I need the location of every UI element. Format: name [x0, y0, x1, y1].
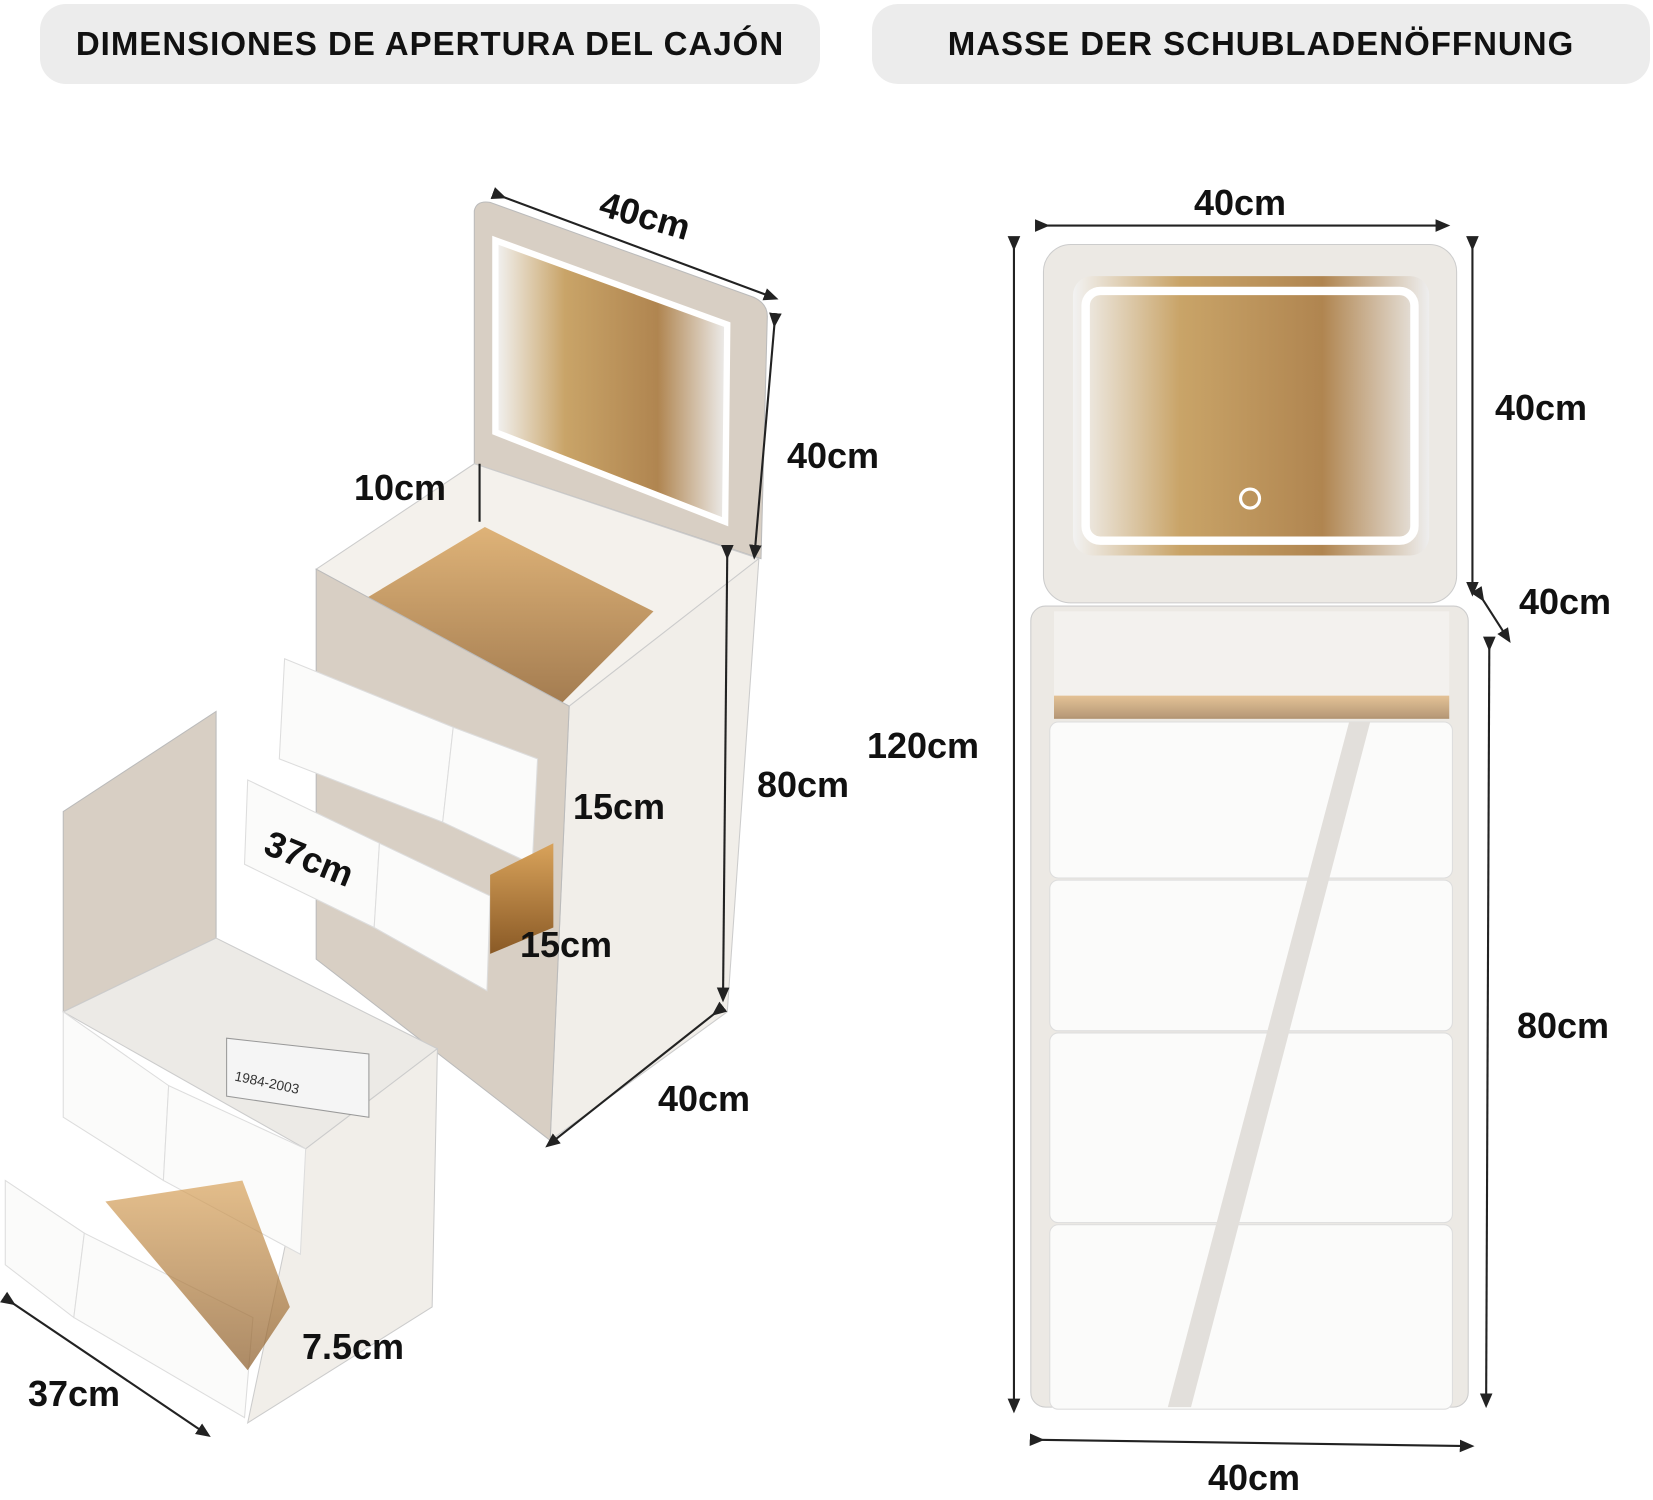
label-stool-depth: 37cm [27, 1373, 121, 1414]
right-dimension-lines [1007, 219, 1511, 1453]
header-spanish: DIMENSIONES DE APERTURA DEL CAJÓN [75, 25, 785, 62]
label-left-mirror-height: 40cm [786, 435, 880, 476]
label-left-body-height: 80cm [756, 764, 850, 805]
header-bubble-spanish: DIMENSIONES DE APERTURA DEL CAJÓN [40, 4, 820, 84]
label-right-body-height: 80cm [1516, 1005, 1610, 1046]
label-right-mirror-height: 40cm [1494, 387, 1588, 428]
header-german: MASSE DER SCHUBLADENÖFFNUNG [947, 25, 1575, 62]
left-dimension-lines [0, 187, 782, 1437]
label-left-body-depth: 40cm [657, 1078, 751, 1119]
label-left-compartment-depth: 10cm [353, 467, 447, 508]
label-left-drawer2-height: 15cm [519, 924, 613, 965]
label-right-bottom-width: 40cm [1207, 1457, 1301, 1498]
right-vanity [1030, 244, 1469, 1410]
label-right-depth: 40cm [1518, 581, 1612, 622]
label-left-drawer1-height: 15cm [572, 786, 666, 827]
label-stool-drawer-height: 7.5cm [301, 1326, 405, 1367]
header-bubble-german: MASSE DER SCHUBLADENÖFFNUNG [872, 4, 1650, 84]
label-right-top-width: 40cm [1193, 182, 1287, 223]
label-right-total-height: 120cm [866, 725, 980, 766]
